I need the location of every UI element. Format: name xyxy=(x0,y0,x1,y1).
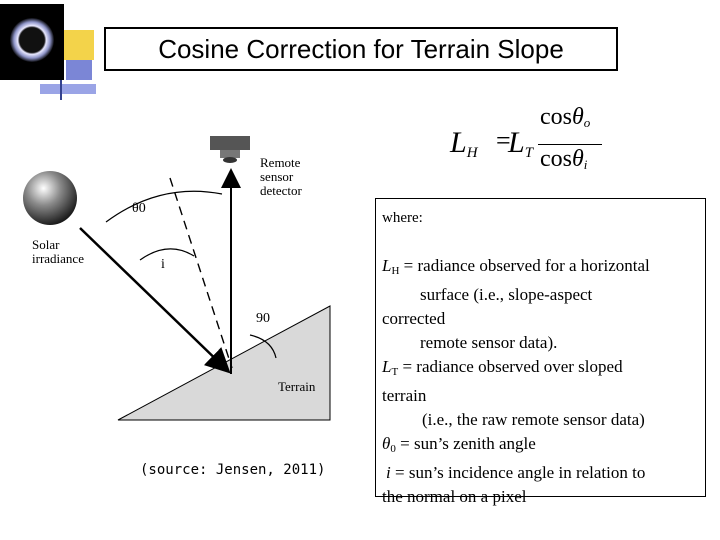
terrain-slope xyxy=(117,305,331,421)
surface-normal xyxy=(169,177,233,369)
remote-sensor-label: Remote sensor detector xyxy=(260,155,302,198)
sun-icon xyxy=(23,171,77,225)
lh-definition-cont: surface (i.e., slope-aspect xyxy=(420,285,593,304)
theta0-label: θ0 xyxy=(132,201,146,216)
eclipse-icon xyxy=(10,18,54,62)
incidence-arc xyxy=(139,248,195,261)
sensor-aperture xyxy=(223,157,237,163)
lh-definition-cont3: remote sensor data). xyxy=(420,333,558,352)
cosine-formula: LH = LT cosθo cosθi xyxy=(450,104,610,184)
formula-rhs: LT xyxy=(508,126,534,161)
source-caption: (source: Jensen, 2011) xyxy=(140,462,326,478)
decor-blue-square xyxy=(66,60,92,80)
lt-definition-cont: terrain xyxy=(382,386,427,405)
theta0-arc xyxy=(105,190,223,223)
terrain-diagram: Remote sensor detector Solar irradiance … xyxy=(10,130,340,430)
sensor-lens xyxy=(220,150,240,158)
lh-definition-cont2: corrected xyxy=(382,309,446,328)
right-angle-arc xyxy=(249,334,277,359)
i-definition-cont: the normal on a pixel xyxy=(382,487,527,506)
solar-irradiance-label: Solar irradiance xyxy=(32,237,84,266)
lh-definition: LH = radiance observed for a horizontal xyxy=(382,256,650,277)
decor-line xyxy=(60,80,62,100)
formula-lhs: LH xyxy=(450,126,478,161)
lt-definition-cont2: (i.e., the raw remote sensor data) xyxy=(422,410,645,429)
theta-definition: θ0 = sun’s zenith angle xyxy=(382,434,536,455)
diagram-graphic xyxy=(23,136,331,421)
terrain-label: Terrain xyxy=(278,379,316,394)
where-label: where: xyxy=(382,210,423,226)
right-angle-label: 90 xyxy=(256,311,270,326)
slide-title: Cosine Correction for Terrain Slope xyxy=(104,27,618,71)
formula-equals: = xyxy=(496,126,511,155)
i-definition: i = sun’s incidence angle in relation to xyxy=(386,463,646,482)
decor-blue-bar xyxy=(40,84,96,94)
fraction-bar xyxy=(538,144,602,145)
lt-definition: LT = radiance observed over sloped xyxy=(382,357,623,378)
incidence-label: i xyxy=(161,257,165,272)
sensor-body xyxy=(210,136,250,150)
formula-numerator: cosθo xyxy=(540,104,591,130)
formula-denominator: cosθi xyxy=(540,146,588,172)
solar-ray xyxy=(79,227,231,374)
definitions-box: where: LH = radiance observed for a hori… xyxy=(375,198,706,506)
slide-title-text: Cosine Correction for Terrain Slope xyxy=(158,33,564,64)
decor-yellow-square xyxy=(64,30,94,60)
